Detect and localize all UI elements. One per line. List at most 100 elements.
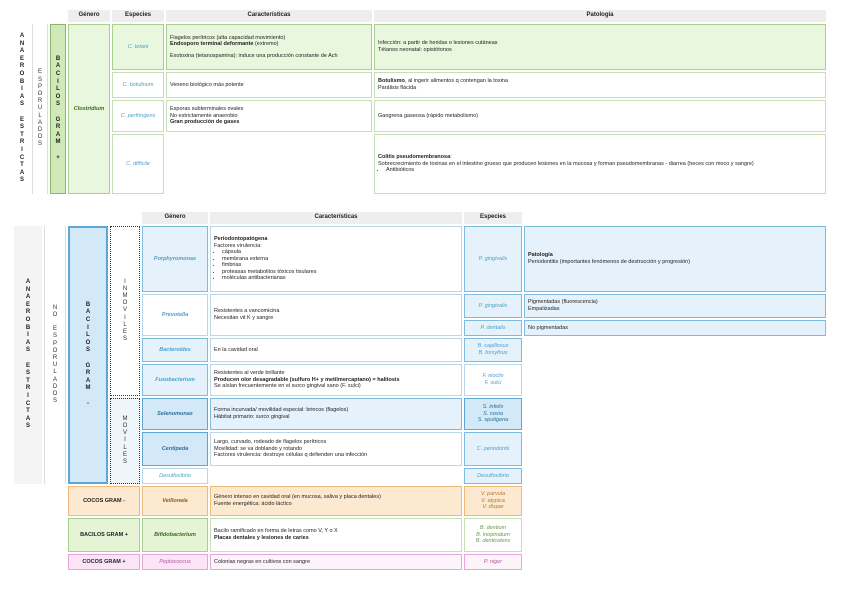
t2-car-peptococcus: Colonias negras en cultivos con sangre — [210, 554, 462, 570]
t2-car-centipeda-2: Movilidad: se va doblando y rotando — [214, 445, 303, 452]
t2-pat-porphyromonas-1: Periodontitis (importantes fenómenos de … — [528, 259, 691, 265]
t1-species-tetani: C. tetani — [112, 24, 164, 70]
t1-car-tetani-2b: (extremo) — [253, 41, 279, 48]
t2-species-veillonela: V. parvula V. atypica V. dispar — [464, 486, 522, 516]
t2-species-fusobacterium: F. nioclis F. sulci — [464, 364, 522, 396]
t1-pat-tetani-1: Infección: a partir de heridas o lesione… — [378, 40, 498, 47]
t1-species-botulinum-label: C. botulinum — [122, 81, 154, 88]
t2-car-selenomonas-2: Hábitat primario: surco gingival — [214, 414, 290, 420]
t2-pat-porphyromonas: Patología Periodontitis (importantes fen… — [524, 226, 826, 292]
t1-header-especies: Especies — [112, 10, 164, 22]
t1-car-tetani-3: Exotoxina (tetanospamina): induce una pr… — [170, 52, 338, 59]
t1-genus-label: Clostridium — [73, 106, 105, 112]
t1-species-botulinum: C. botulinum — [112, 72, 164, 98]
t2-car-prevotella-1: Resistentes a vancomicina — [214, 308, 280, 315]
t1-bacilos-gram-pos-label: B A C I L O S G R A M + — [50, 24, 66, 194]
t2-species-prevotella-1-label: P. gingivalis — [478, 302, 508, 309]
t2-car-centipeda: Largo, curvado, rodeado de flagelos perí… — [210, 432, 462, 466]
t2-genus-bifidobacterium-label: Bifidobacterium — [154, 531, 196, 538]
t2-car-centipeda-3: Factores virulencia: destruye células q … — [214, 452, 368, 459]
t1-car-tetani: Flagelos perítricos (alta capacidad movi… — [166, 24, 372, 70]
t1-pat-difficile-2: Sobrecrecimiento de toxinas en el intest… — [378, 160, 754, 167]
t2-species-selenomonas: S. infelix S. noxia S. sputigena — [464, 398, 522, 430]
t2-car-bacteroides-1: En la cavidad oral — [214, 346, 258, 353]
t2-car-fusobacterium-bold: Producen olor desagradable (sulfuro H+ y… — [214, 376, 400, 383]
t1-species-difficile-label: C. difficile — [126, 160, 150, 167]
t2-car-porphyromonas-1: Factores virulencia: — [214, 242, 262, 249]
t1-pat-difficile: Colitis pseudomembranosa: Sobrecrecimien… — [374, 134, 826, 194]
t2-species-porphyromonas: P. gingivalis — [464, 226, 522, 292]
t2-species-fusobacterium-1: F. nioclis — [482, 373, 504, 380]
t2-car-bacteroides: En la cavidad oral — [210, 338, 462, 362]
t2-car-porphyromonas-item-2: membrana externa — [222, 256, 458, 263]
t2-species-bifidobacterium: B. dentium B. inopinatum B. denticolens — [464, 518, 522, 552]
t2-genus-porphyromonas: Porphyromonas — [142, 226, 208, 292]
t1-pat-botulinum-1: , al ingerir alimentos q contengan la to… — [404, 78, 508, 85]
t2-genus-bifidobacterium: Bifidobacterium — [142, 518, 208, 552]
t2-car-porphyromonas-item-1: cápsula — [222, 249, 458, 256]
t2-header-especies: Especies — [464, 212, 522, 224]
t2-car-peptococcus-1: Colonias negras en cultivos con sangre — [214, 558, 311, 565]
t1-car-tetani-2: Endosporo terminal deformante — [170, 41, 254, 48]
t2-group-cocos-gram-pos-label: COCOS GRAM + — [82, 559, 126, 565]
t2-car-veillonela-1: Género intenso en cavidad oral (en mucos… — [214, 494, 381, 501]
t2-car-prevotella: Resistentes a vancomicina Necesitan vit … — [210, 294, 462, 336]
t1-car-tetani-1: Flagelos perítricos (alta capacidad movi… — [170, 34, 286, 41]
t2-species-desulfovibrio: Desulfovibrio — [464, 468, 522, 484]
t2-group-cocos-gram-neg-label: COCOS GRAM - — [83, 498, 125, 504]
t2-species-peptococcus-label: P. niger — [483, 558, 503, 565]
t1-pat-botulinum-1-wrap: Botulismo, al ingerir alimentos q conten… — [378, 78, 822, 85]
t2-species-selenomonas-1: S. infelix — [482, 404, 504, 411]
t2-genus-selenomonas: Selenomonas — [142, 398, 208, 430]
t2-genus-veillonela-label: Veillonela — [162, 497, 188, 504]
t2-genus-fusobacterium: Fusobacterium — [142, 364, 208, 396]
t1-car-tetani-2-wrap: Endosporo terminal deformante (extremo) — [170, 41, 368, 48]
t2-genus-veillonela: Veillonela — [142, 486, 208, 516]
t2-pat-prevotella-1b: Empalizadas — [528, 306, 560, 312]
t1-car-botulinum: Veneno biológico más potente — [166, 72, 372, 98]
t2-species-bifidobacterium-1: B. dentium — [479, 525, 507, 532]
t1-pat-perfringens-1: Gangrena gaseosa (rápido metabolismo) — [378, 112, 478, 119]
t2-car-porphyromonas-bold: Periodontopatógena — [214, 235, 268, 242]
t2-car-bifidobacterium: Bacilo ramificado en forma de letras com… — [210, 518, 462, 552]
t2-car-porphyromonas-item-4: proteasas metabolitos tóxicos tisulares — [222, 269, 458, 276]
t2-species-selenomonas-3: S. sputigena — [477, 417, 509, 424]
t2-species-prevotella-1: P. gingivalis — [464, 294, 522, 318]
t1-header-caracteristicas: Características — [166, 10, 372, 22]
t2-species-selenomonas-2: S. noxia — [483, 410, 503, 417]
t2-car-porphyromonas-item-3: fimbrias — [222, 262, 458, 269]
t2-header-genero: Género — [142, 212, 208, 224]
t2-genus-prevotella: Prevotella — [142, 294, 208, 336]
t2-genus-peptococcus: Peptococcus — [142, 554, 208, 570]
t2-car-veillonela-2: Fuente energética: ácido láctico — [214, 501, 292, 507]
t2-inmoviles-label: I N M O V I L E S — [110, 226, 140, 396]
t2-species-bifidobacterium-3: B. denticolens — [475, 538, 511, 545]
t2-pat-prevotella-2a: No pigmentadas — [528, 324, 569, 331]
t2-moviles-label: M O V I L E S — [110, 398, 140, 484]
t1-car-perfringens-1: Esporas subterminales ovales — [170, 106, 244, 113]
t2-species-veillonela-1: V. parvula — [480, 491, 506, 498]
t2-group-cocos-gram-pos: COCOS GRAM + — [68, 554, 140, 570]
t1-header-patologia: Patología — [374, 10, 826, 22]
t1-esporulados-label: E S P O R U L A D O S — [32, 24, 48, 194]
t2-car-prevotella-2: Necesitan vit K y sangre — [214, 315, 274, 321]
t1-pat-perfringens: Gangrena gaseosa (rápido metabolismo) — [374, 100, 826, 132]
t2-pat-prevotella-2: No pigmentadas — [524, 320, 826, 336]
t2-car-porphyromonas-item-5: moléculas antibacterianas — [222, 275, 458, 282]
t1-car-perfringens-3: Gran producción de gases — [170, 119, 240, 126]
t2-species-peptococcus: P. niger — [464, 554, 522, 570]
t2-species-prevotella-2: P. dentalis — [464, 320, 522, 336]
t1-pat-difficile-bold: Colitis pseudomembranosa — [378, 154, 451, 161]
t1-pat-botulinum: Botulismo, al ingerir alimentos q conten… — [374, 72, 826, 98]
t2-car-bifidobacterium-1: Bacilo ramificado en forma de letras com… — [214, 528, 338, 535]
t2-header-caracteristicas: Características — [210, 212, 462, 224]
t2-genus-prevotella-label: Prevotella — [161, 311, 189, 318]
t2-species-bacteroides: B. capillosus B. forsythus — [464, 338, 522, 362]
t2-species-centipeda-label: C. periodontii — [476, 445, 510, 452]
t2-anaerobias-label: A N A E R O B I A S E S T R I C T A S — [14, 226, 42, 484]
t2-car-selenomonas: Forma incurvada/ movilidad especial: bri… — [210, 398, 462, 430]
t2-species-porphyromonas-label: P. gingivalis — [478, 255, 508, 262]
t1-pat-tetani: Infección: a partir de heridas o lesione… — [374, 24, 826, 70]
t1-species-difficile: C. difficile — [112, 134, 164, 194]
t1-car-perfringens-2: No estrictamente anaerobio — [170, 112, 238, 119]
